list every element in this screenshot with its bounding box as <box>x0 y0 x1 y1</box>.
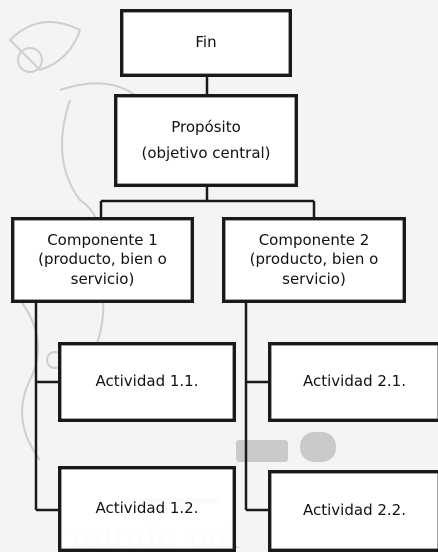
componente-1-desc-line2: servicio) <box>70 269 135 288</box>
actividad-1-2-label: Actividad 1.2. <box>95 499 199 518</box>
fin-box: Fin <box>120 9 292 77</box>
componente-1-desc-line1: (producto, bien o <box>38 250 167 269</box>
actividad-2-1-label: Actividad 2.1. <box>303 372 406 391</box>
proposito-title: Propósito <box>171 117 241 136</box>
componente-2-box: Componente 2 (producto, bien o servicio) <box>222 217 406 303</box>
actividad-1-1-label: Actividad 1.1. <box>95 372 199 391</box>
componente-2-desc-line1: (producto, bien o <box>249 250 379 269</box>
componente-2-desc-line2: servicio) <box>282 269 346 288</box>
watermark-ornament-icon <box>8 21 82 72</box>
proposito-box: Propósito (objetivo central) <box>114 94 298 187</box>
componente-2-title: Componente 2 <box>258 230 370 249</box>
actividad-1-2-box: Actividad 1.2. <box>58 466 236 552</box>
actividad-2-2-label: Actividad 2.2. <box>303 501 406 520</box>
actividad-2-1-box: Actividad 2.1. <box>268 342 438 422</box>
actividad-1-1-box: Actividad 1.1. <box>58 342 236 422</box>
actividad-2-2-box: Actividad 2.2. <box>268 470 438 552</box>
proposito-subtitle: (objetivo central) <box>141 143 271 162</box>
componente-1-box: Componente 1 (producto, bien o servicio) <box>11 217 194 303</box>
fin-label: Fin <box>195 33 217 52</box>
componente-1-title: Componente 1 <box>47 230 158 249</box>
